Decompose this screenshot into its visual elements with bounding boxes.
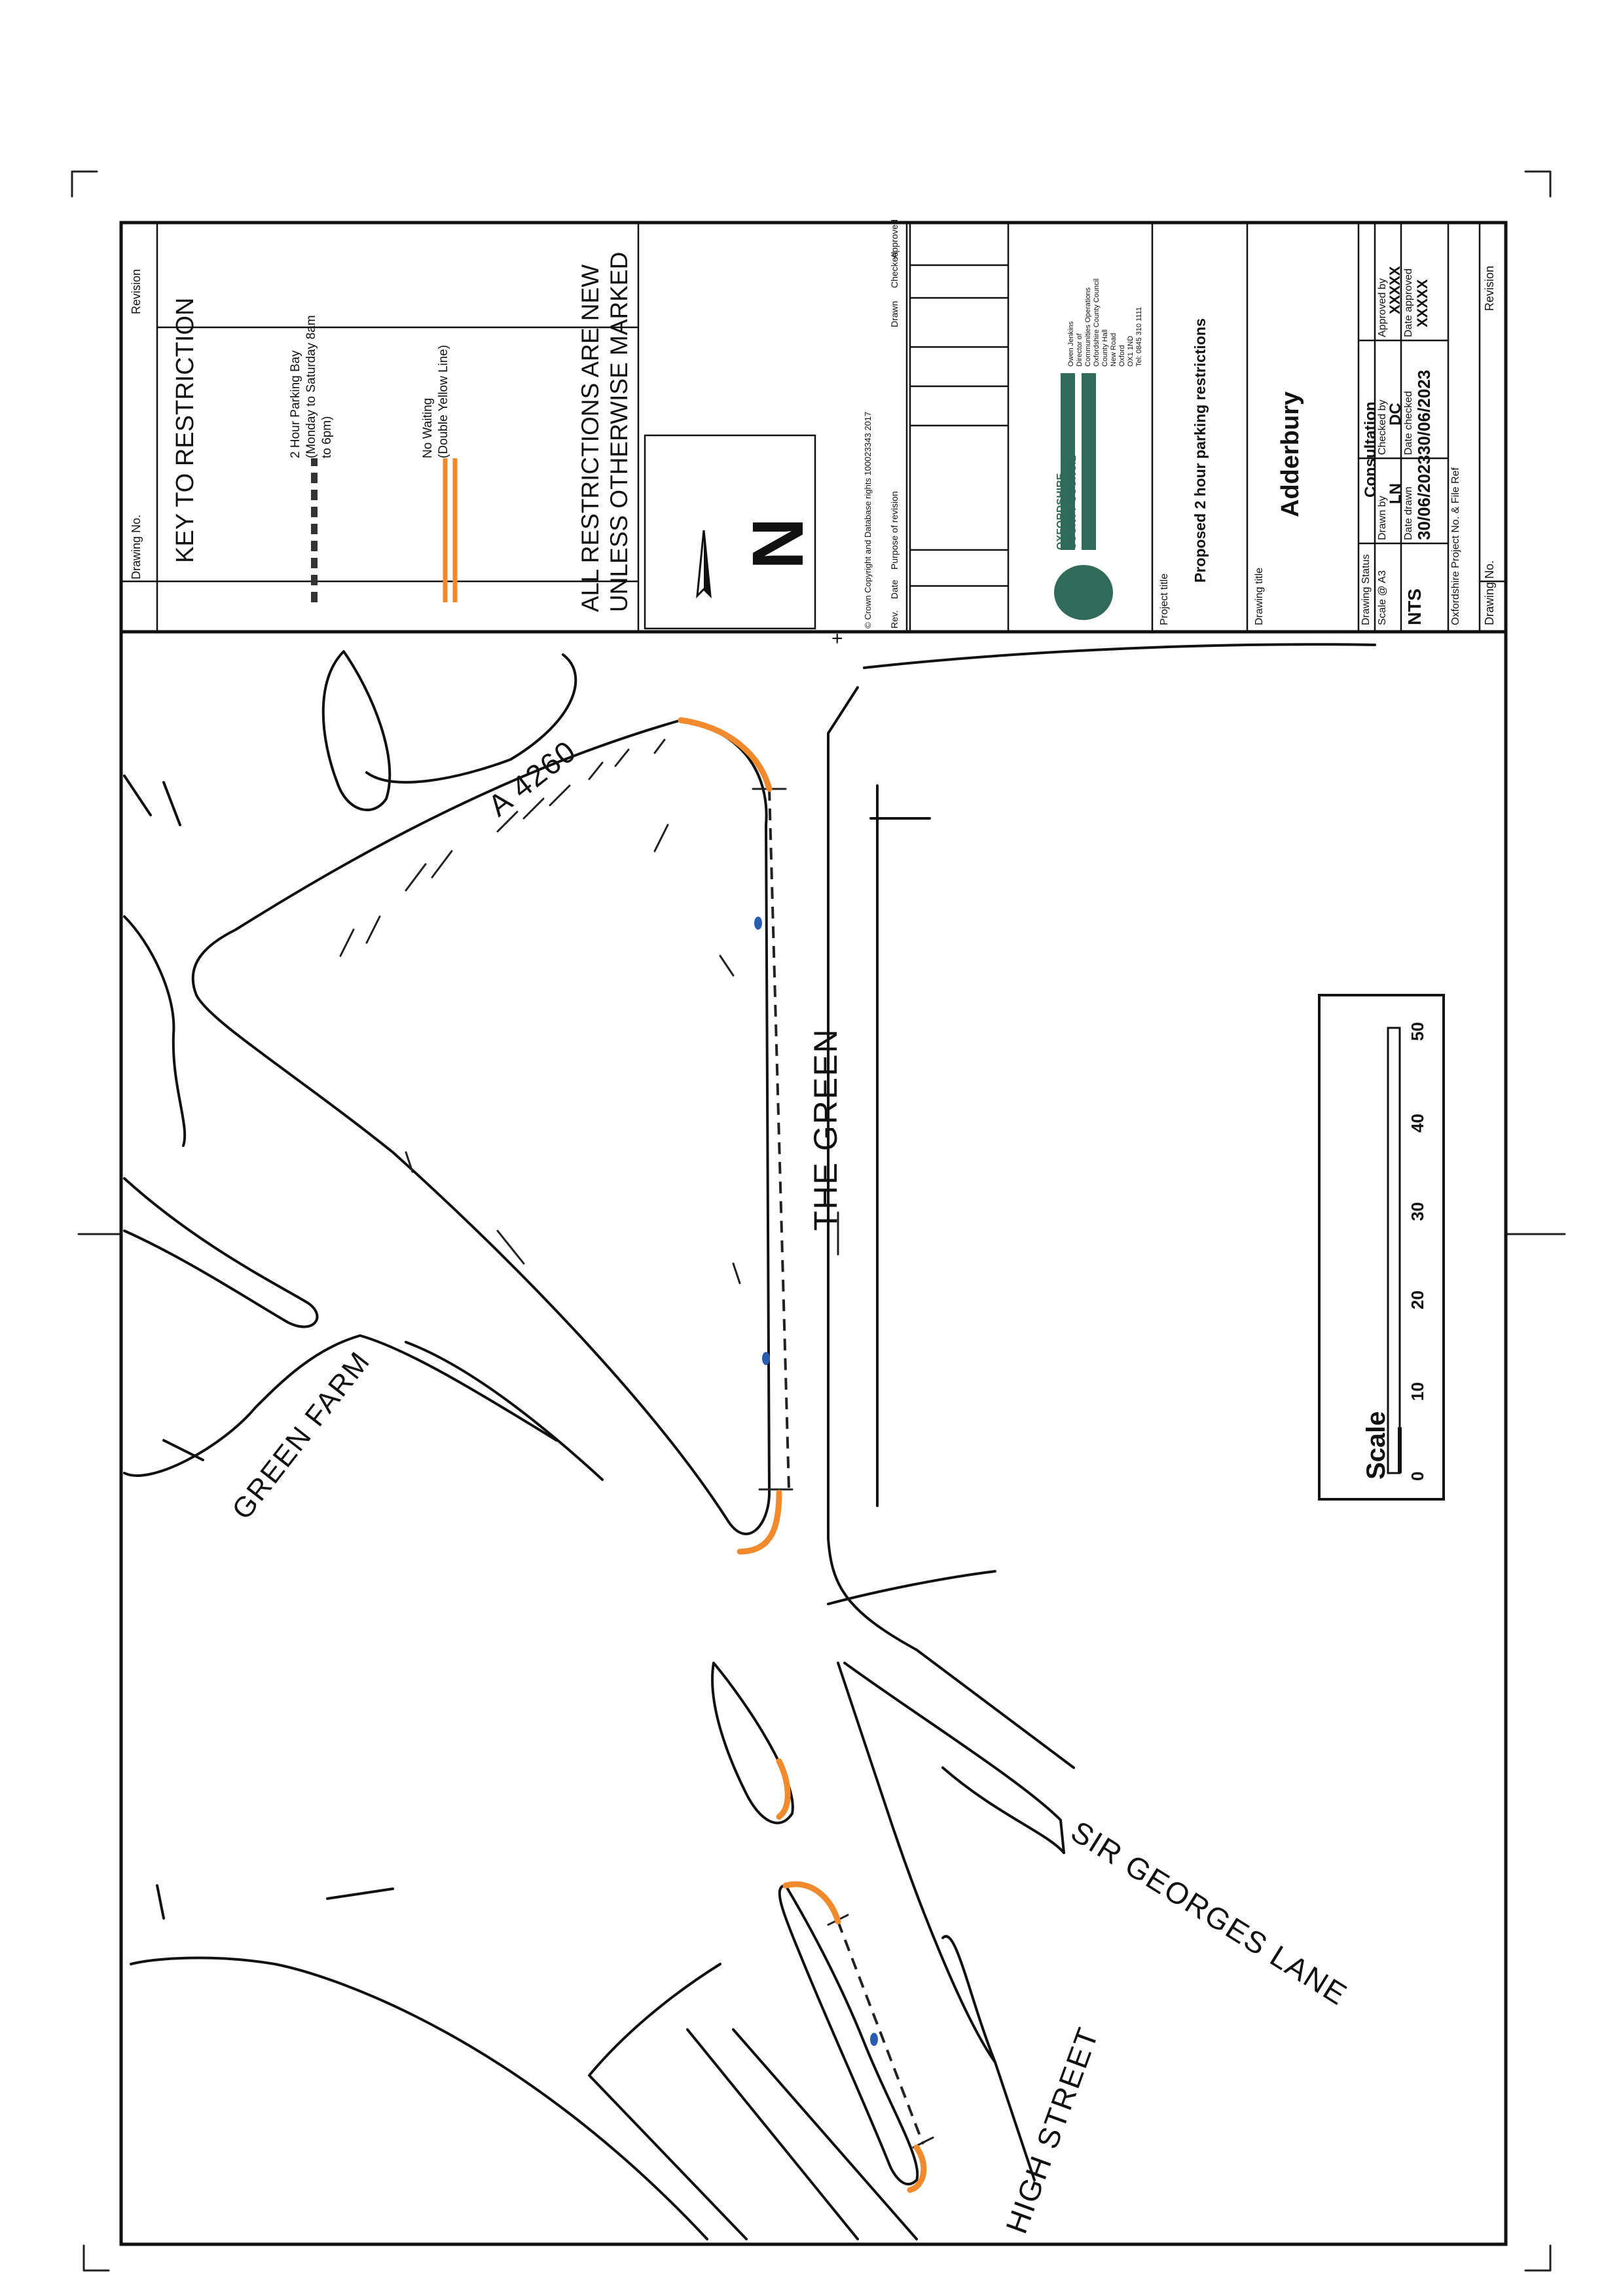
council-name: OXFORDSHIRE COUNTY COUNCIL	[1055, 455, 1078, 550]
scale-tick-20: 20	[1408, 1290, 1427, 1309]
crop-marks	[71, 170, 1566, 2272]
drawing-no-label-bottom: Drawing No.	[1483, 560, 1496, 625]
title-block-grid	[121, 223, 1506, 632]
scale-tick-40: 40	[1408, 1114, 1427, 1133]
road-network	[123, 643, 1376, 2240]
tree-markers	[754, 917, 878, 2046]
revision-header-date: Date	[889, 579, 900, 599]
approved-by: XXXXX	[1387, 266, 1403, 314]
scale-tick-30: 30	[1408, 1202, 1427, 1221]
key-bay-label: 2 Hour Parking Bay (Monday to Saturday 8…	[289, 315, 334, 458]
revision-header-drawn: Drawn	[889, 301, 900, 327]
project-title-label: Project title	[1159, 573, 1170, 625]
drawing-title-label: Drawing title	[1254, 567, 1265, 625]
date-checked: 30/06/2023	[1414, 369, 1434, 455]
scale-tick-0: 0	[1408, 1471, 1427, 1481]
north-arrow-icon	[696, 530, 712, 599]
checked-by: DC	[1387, 403, 1404, 426]
revision-label: Revision	[130, 268, 143, 314]
drawing-status-label: Drawing Status	[1360, 554, 1372, 626]
sheet-frame	[119, 221, 1508, 2246]
scale-bar-label: Scale	[1362, 1411, 1391, 1480]
project-ref-label: Oxfordshire Project No. & File Ref	[1450, 467, 1461, 625]
project-title: Proposed 2 hour parking restrictions	[1192, 318, 1209, 583]
revision-header-approved: Approved	[889, 219, 900, 259]
council-logo	[1054, 373, 1113, 620]
date-approved: XXXXX	[1414, 279, 1431, 327]
north-letter: N	[738, 517, 818, 570]
map-crosshair-mark: +	[831, 628, 843, 649]
date-drawn-label: Date drawn	[1403, 486, 1414, 540]
road-label-the-green: THE GREEN	[807, 1028, 844, 1231]
scale-label: Scale @ A3	[1377, 570, 1388, 625]
scale-value: NTS	[1404, 589, 1425, 625]
copyright-note: © Crown Copyright and Database rights 10…	[863, 411, 873, 629]
date-drawn: 30/06/2023	[1414, 454, 1434, 540]
date-approved-label: Date approved	[1403, 268, 1414, 337]
revision-header-purpose: Purpose of revision	[889, 491, 900, 570]
restrictions-note: ALL RESTRICTIONS ARE NEW UNLESS OTHERWIS…	[577, 251, 632, 612]
double-yellow-lines	[678, 717, 927, 2193]
key-yellow-label: No Waiting (Double Yellow Line)	[421, 344, 450, 458]
drawing-no-label: Drawing No.	[130, 514, 143, 579]
revision-label-bottom: Revision	[1483, 265, 1496, 311]
parking-bay-the-green	[768, 788, 790, 1490]
scale-bar-icon	[1387, 1027, 1401, 1474]
scale-box	[1318, 994, 1445, 1501]
scale-tick-10: 10	[1408, 1382, 1427, 1401]
date-checked-label: Date checked	[1403, 391, 1414, 455]
scale-tick-50: 50	[1408, 1022, 1427, 1041]
revision-header-rev: Rev.	[889, 610, 900, 629]
council-address: Owen Jenkins Director of Communities Ope…	[1067, 278, 1143, 367]
drawn-by: LN	[1387, 483, 1404, 504]
drawing-title: Adderbury	[1277, 391, 1304, 517]
key-heading: KEY TO RESTRICTION	[172, 297, 199, 563]
parking-bay-high-street	[837, 1921, 924, 2145]
